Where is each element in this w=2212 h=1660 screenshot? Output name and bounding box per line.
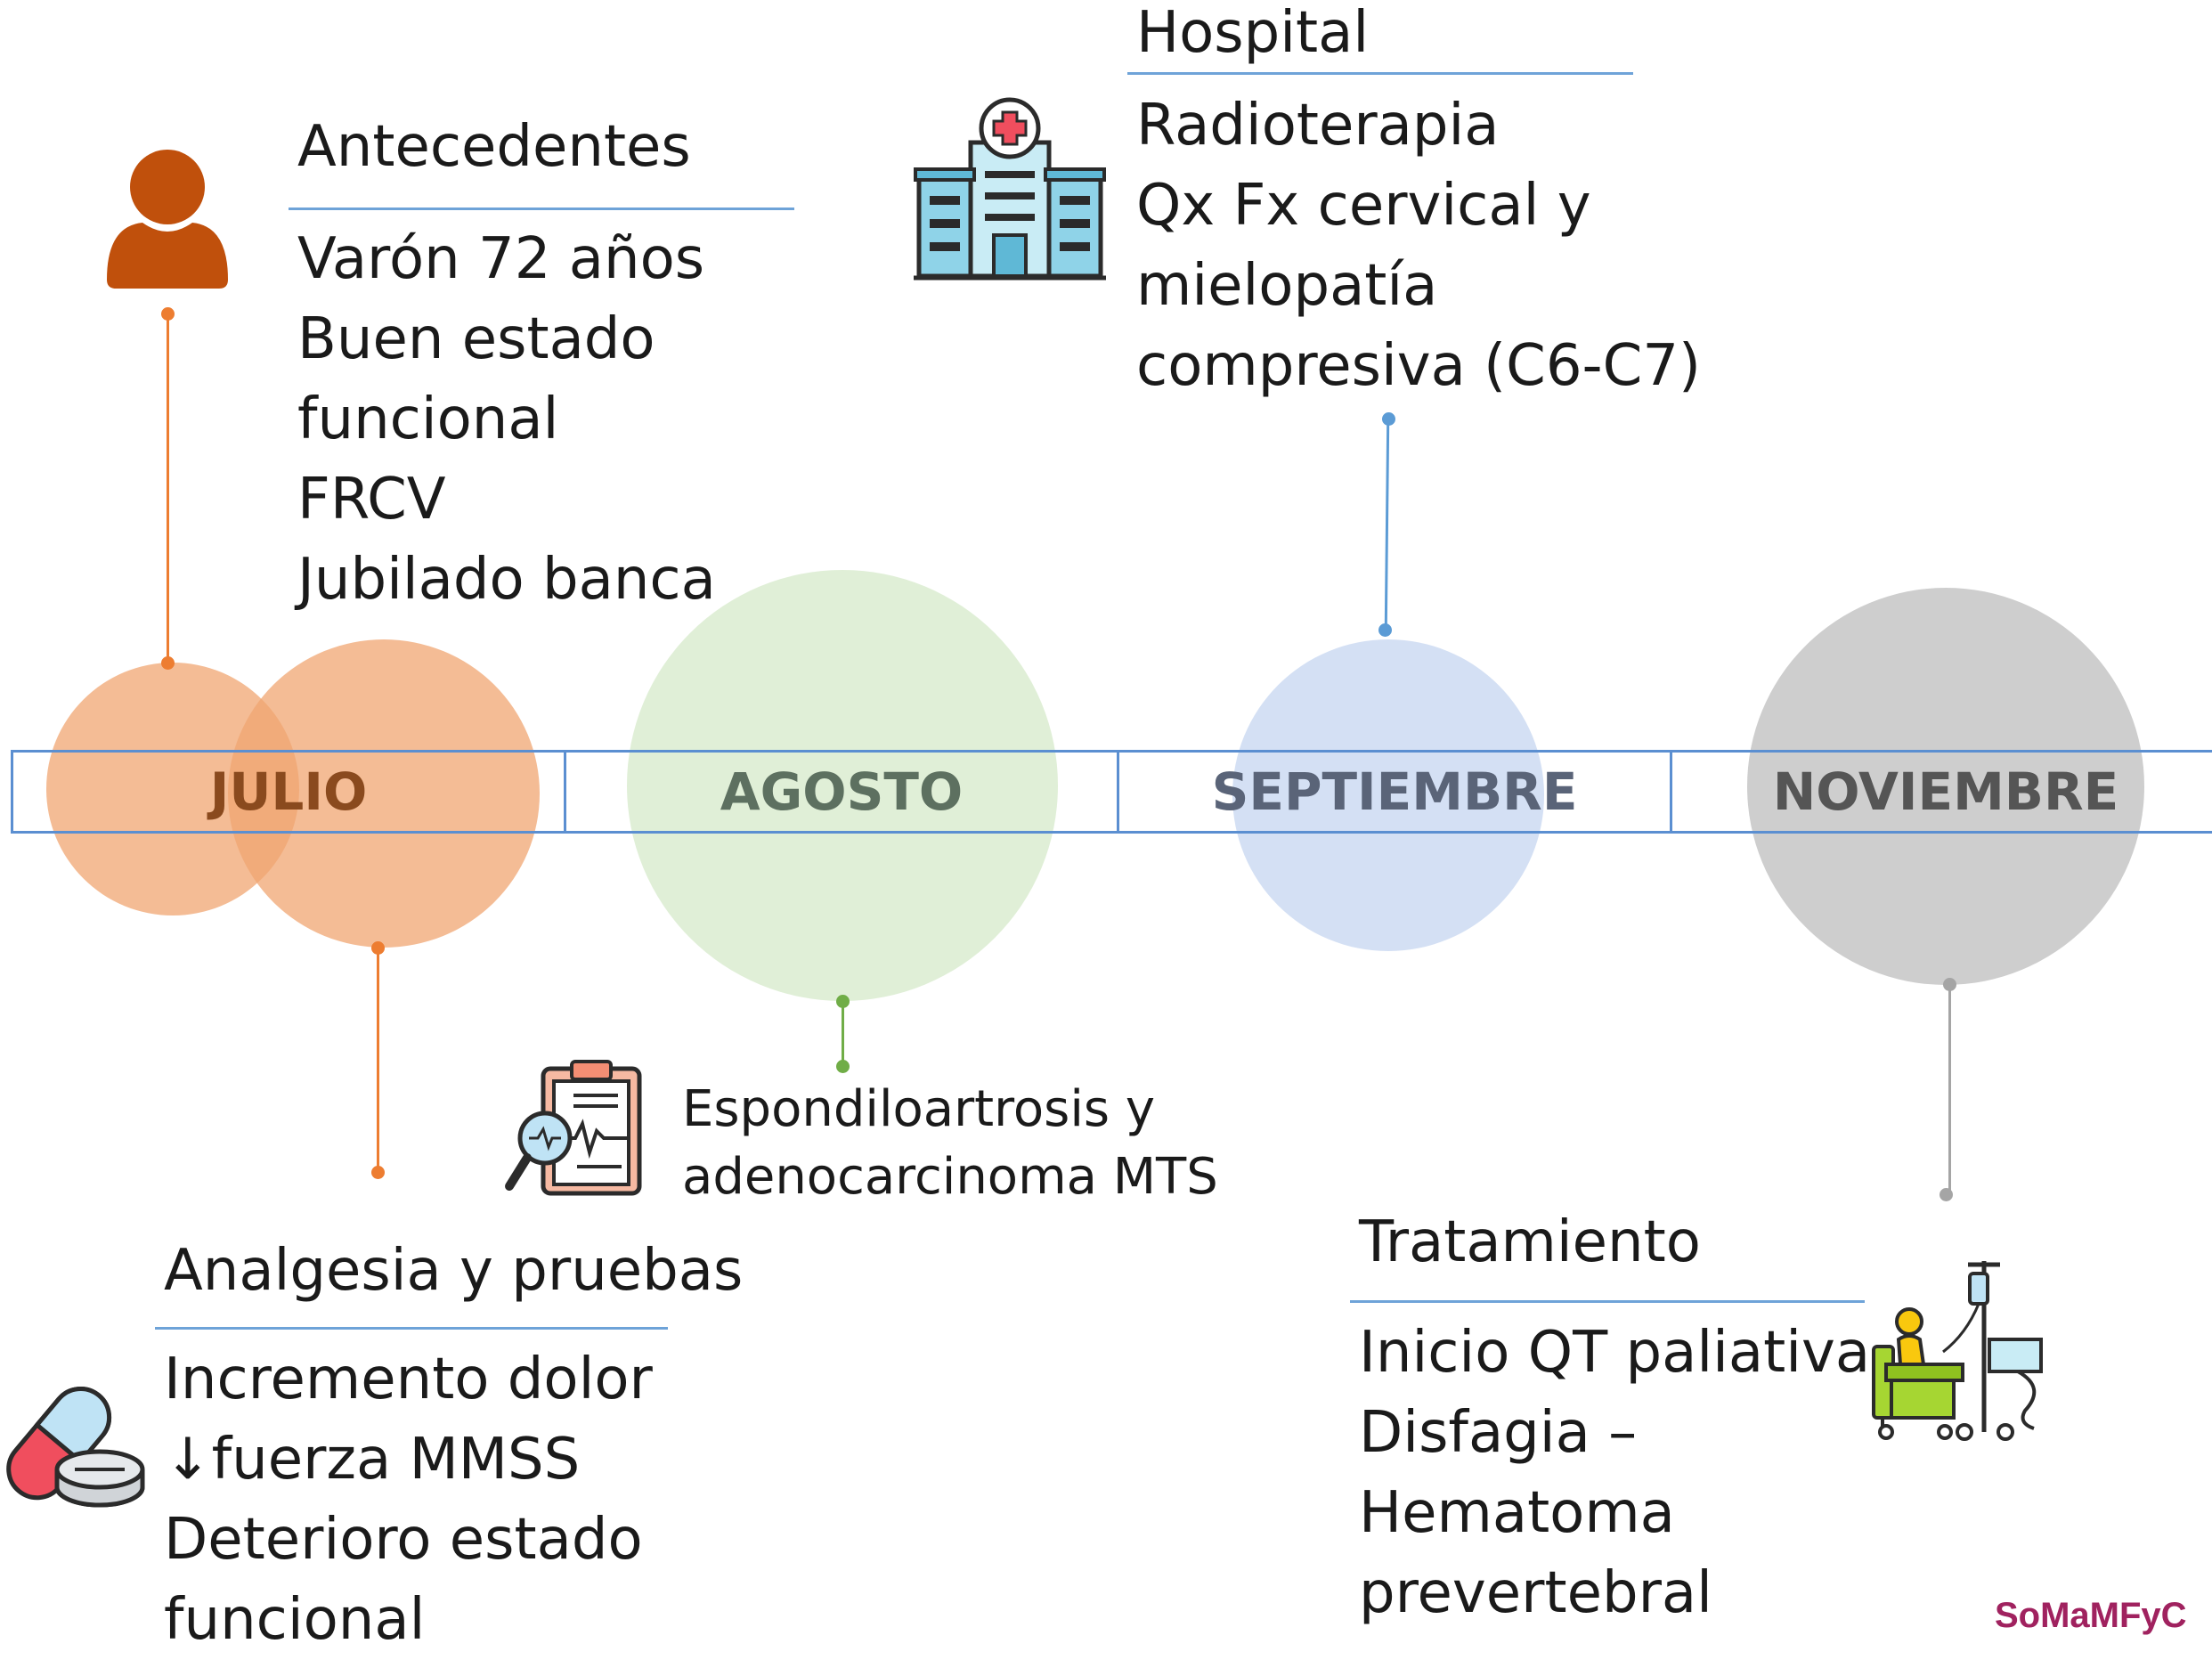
hospital-line: mielopatía	[1136, 253, 1438, 319]
analgesia-dot-bottom	[371, 1166, 385, 1179]
tratamiento-dot-bottom	[1940, 1188, 1953, 1201]
antecedentes-dot-top	[161, 307, 175, 321]
analgesia-line: funcional	[164, 1587, 426, 1653]
analgesia-title: Analgesia y pruebas	[164, 1238, 744, 1304]
analgesia-connector	[377, 948, 379, 1172]
somamfyc-logo: SoMaMFyC	[1995, 1596, 2187, 1635]
timeline-band-noviembre	[1670, 750, 2212, 834]
antecedentes-line: Jubilado banca	[297, 547, 716, 613]
agosto-connector	[842, 1001, 844, 1067]
tratamiento-line: Disfagia –	[1359, 1400, 1638, 1466]
agosto-event-line: adenocarcinoma MTS	[682, 1148, 1218, 1206]
person-icon	[107, 150, 228, 289]
antecedentes-list: Varón 72 años Buen estado funcional FRCV…	[297, 219, 716, 620]
hospital-connector	[1384, 418, 1390, 631]
septiembre-circle	[1232, 639, 1544, 951]
analgesia-line: Incremento dolor	[164, 1347, 653, 1412]
hospital-line: compresiva (C6-C7)	[1136, 333, 1701, 399]
tratamiento-connector	[1948, 983, 1951, 1193]
julio-large-circle	[228, 639, 540, 948]
analgesia-rule	[155, 1327, 668, 1330]
hospital-line: Qx Fx cervical y	[1136, 173, 1591, 239]
month-label-noviembre: NOVIEMBRE	[1772, 761, 2119, 822]
hospital-rule	[1127, 72, 1633, 75]
antecedentes-rule	[289, 208, 794, 210]
agosto-dot-top	[836, 995, 850, 1008]
analgesia-list: Incremento dolor ↓fuerza MMSS Deterioro …	[164, 1339, 653, 1660]
agosto-event-text: Espondiloartrosis y adenocarcinoma MTS	[682, 1076, 1218, 1211]
tratamiento-line: Inicio QT paliativa	[1359, 1320, 1871, 1386]
clipboard-diagnosis-icon	[505, 1060, 642, 1196]
hospital-title: Hospital	[1136, 0, 1370, 66]
month-label-julio: JULIO	[209, 761, 368, 822]
hospital-icon	[914, 97, 1106, 281]
agosto-dot-bottom	[836, 1060, 850, 1073]
antecedentes-line: FRCV	[297, 467, 446, 533]
tratamiento-line: Hematoma	[1359, 1480, 1675, 1546]
month-label-agosto: AGOSTO	[720, 761, 964, 822]
tratamiento-dot-top	[1943, 978, 1956, 991]
antecedentes-dot-bottom	[161, 656, 175, 670]
pills-icon	[6, 1386, 145, 1508]
tratamiento-title: Tratamiento	[1359, 1209, 1701, 1275]
noviembre-circle	[1747, 588, 2144, 985]
tratamiento-list: Inicio QT paliativa Disfagia – Hematoma …	[1359, 1313, 1870, 1633]
hospital-dot-bottom	[1378, 623, 1392, 637]
antecedentes-line: Buen estado	[297, 306, 655, 372]
antecedentes-title: Antecedentes	[297, 114, 691, 180]
analgesia-line: ↓fuerza MMSS	[164, 1427, 581, 1493]
analgesia-dot-top	[371, 941, 385, 955]
month-label-septiembre: SEPTIEMBRE	[1211, 761, 1578, 822]
tratamiento-line: prevertebral	[1359, 1560, 1712, 1626]
chemotherapy-chair-icon	[1872, 1261, 2043, 1441]
hospital-dot-top	[1382, 412, 1395, 426]
agosto-event-line: Espondiloartrosis y	[682, 1080, 1155, 1138]
agosto-circle	[627, 570, 1058, 1001]
antecedentes-line: funcional	[297, 387, 559, 452]
hospital-list: Radioterapia Qx Fx cervical y mielopatía…	[1136, 85, 1701, 406]
analgesia-line: Deterioro estado	[164, 1507, 643, 1573]
hospital-line: Radioterapia	[1136, 93, 1500, 159]
antecedentes-line: Varón 72 años	[297, 226, 705, 292]
antecedentes-connector	[167, 313, 169, 663]
tratamiento-rule	[1350, 1300, 1865, 1303]
